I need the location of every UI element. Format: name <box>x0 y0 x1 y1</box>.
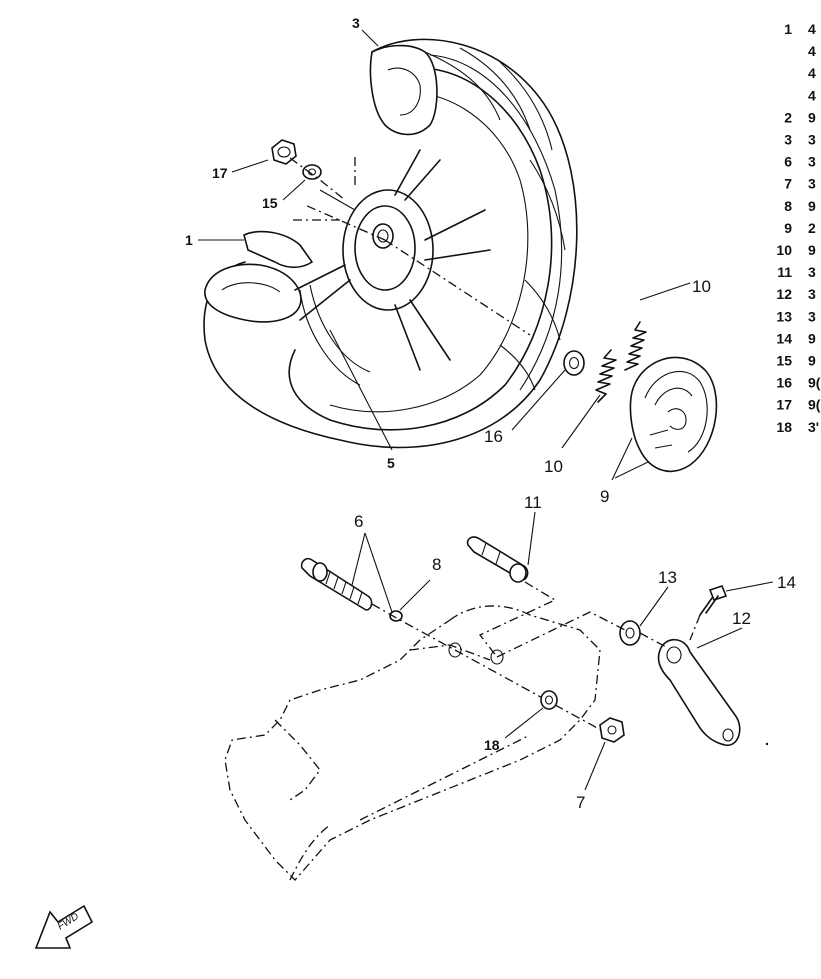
part-list-code: 9 <box>808 198 816 214</box>
part-list-ref: 13 <box>776 308 792 324</box>
leader-lines <box>198 29 774 791</box>
part-list-ref: 12 <box>776 286 792 302</box>
callout-5: 5 <box>387 455 395 471</box>
callout-14: 14 <box>777 573 796 592</box>
callout-15: 15 <box>262 195 278 211</box>
forward-arrow: FWD <box>34 904 94 949</box>
rear-wheel-assembly <box>203 38 578 449</box>
part-list-ref: 14 <box>776 330 792 346</box>
part-list-code: 9 <box>808 109 816 125</box>
callout-9: 9 <box>600 487 609 506</box>
part-list-ref: 8 <box>784 198 792 214</box>
part-list-ref: 1 <box>784 21 792 37</box>
bushing <box>540 690 558 710</box>
callout-numbers: 3 17 15 1 5 10 16 10 9 6 11 8 13 14 12 1… <box>185 15 796 812</box>
part-list-code: 3 <box>808 154 816 170</box>
brake-camshaft <box>466 536 529 583</box>
part-list-ref: 16 <box>776 375 792 391</box>
part-list-code: 3 <box>808 308 816 324</box>
part-list-ref: 17 <box>776 397 792 413</box>
part-list-code: 4 <box>808 87 816 103</box>
part-list-code: 3' <box>808 419 819 435</box>
axle-nut-and-washer <box>271 139 346 201</box>
part-list-code: 9 <box>808 242 816 258</box>
collar-nut <box>599 717 625 743</box>
part-list-code: 9( <box>808 397 821 413</box>
part-list-code: 2 <box>808 220 816 236</box>
callout-12: 12 <box>732 609 751 628</box>
part-list-code: 4 <box>808 43 816 59</box>
part-list-ref: 15 <box>776 353 792 369</box>
part-list-ref: 3 <box>784 132 792 148</box>
callout-13: 13 <box>658 568 677 587</box>
callout-10-lower: 10 <box>544 457 563 476</box>
callout-16: 16 <box>484 427 503 446</box>
brake-lever <box>657 638 741 746</box>
part-list-code: 3 <box>808 176 816 192</box>
brake-shoe-set <box>629 356 718 473</box>
part-list-code: 3 <box>808 264 816 280</box>
callout-18: 18 <box>484 737 500 753</box>
stray-dot <box>765 742 769 746</box>
cam-washer <box>619 620 641 646</box>
callout-17: 17 <box>212 165 228 181</box>
o-ring <box>389 610 403 622</box>
callout-10-upper: 10 <box>692 277 711 296</box>
cam-shaft <box>300 557 373 611</box>
part-list-code: 9 <box>808 330 816 346</box>
part-list-code: 3 <box>808 286 816 302</box>
pinch-bolt <box>699 585 728 616</box>
part-list-code: 9 <box>808 353 816 369</box>
part-list-code: 4 <box>808 21 816 37</box>
swing-arm-case <box>224 581 701 881</box>
part-list-ref: 9 <box>784 220 792 236</box>
callout-6: 6 <box>354 512 363 531</box>
callout-8: 8 <box>432 555 441 574</box>
callout-7: 7 <box>576 793 585 812</box>
part-list-ref: 18 <box>776 419 792 435</box>
part-list-code: 4 <box>808 65 816 81</box>
part-list-ref: 11 <box>777 264 792 280</box>
part-list-code: 3 <box>808 132 816 148</box>
part-list-ref: 2 <box>784 109 792 125</box>
part-list-ref: 6 <box>784 154 792 170</box>
brake-springs <box>595 321 647 403</box>
part-list-code: 9( <box>808 375 821 391</box>
part-list-ref: 10 <box>776 242 792 258</box>
spacer-washer <box>563 350 585 376</box>
callout-1: 1 <box>185 232 193 248</box>
part-list-ref: 7 <box>784 176 792 192</box>
callout-11: 11 <box>524 493 542 512</box>
callout-3: 3 <box>352 15 360 31</box>
